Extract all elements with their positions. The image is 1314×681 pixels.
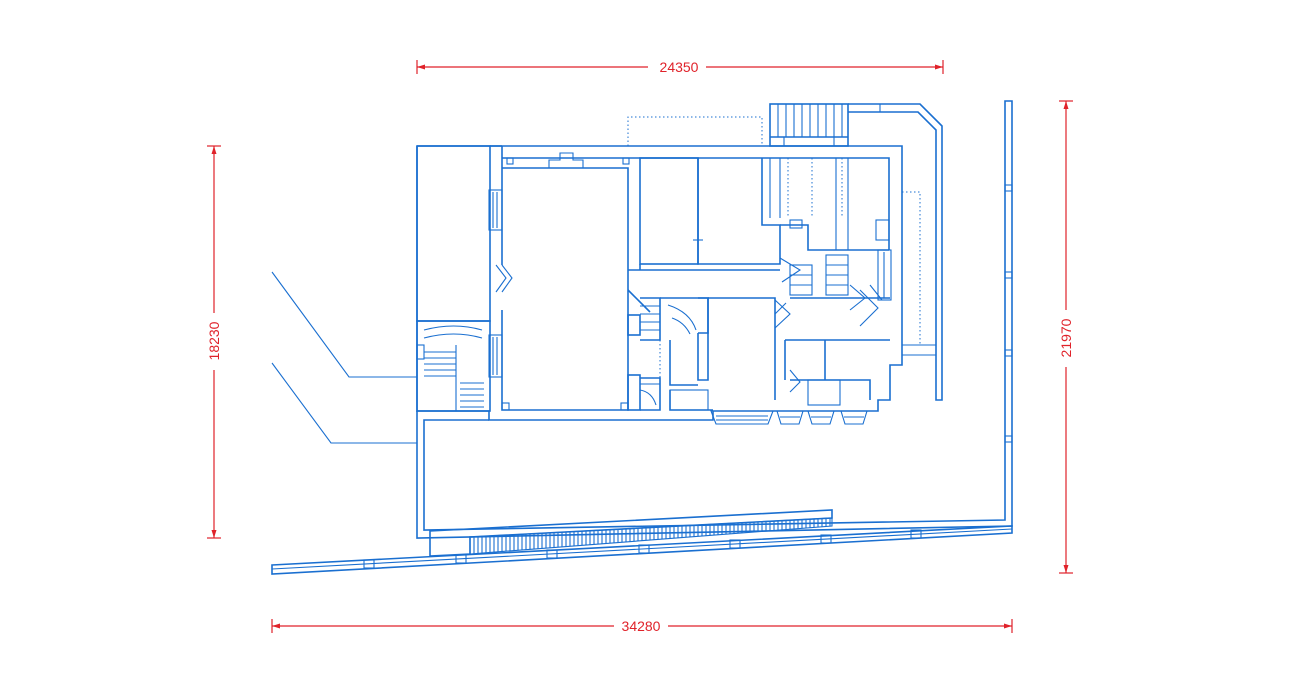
left-entrance-stair <box>416 320 491 412</box>
entrance-ramp <box>429 509 833 557</box>
central-stairs <box>627 289 709 411</box>
north-entrance-steps <box>627 103 849 147</box>
south-rooms <box>669 297 890 411</box>
dimension-bottom: 34280 <box>271 618 1013 634</box>
dimension-left: 18230 <box>206 145 222 539</box>
dimension-top-label: 24350 <box>660 59 699 75</box>
east-terrace <box>848 103 943 401</box>
site-boundary <box>271 100 1013 539</box>
north-rooms <box>628 157 889 271</box>
great-hall <box>488 167 629 411</box>
south-bays <box>710 410 868 425</box>
dimension-right-label: 21970 <box>1058 318 1074 357</box>
front-fence <box>271 525 1013 575</box>
dimension-bottom-label: 34280 <box>622 618 661 634</box>
dimension-left-label: 18230 <box>206 321 222 360</box>
door-swings <box>774 249 892 393</box>
dimension-top: 24350 <box>416 59 944 75</box>
dimension-right: 21970 <box>1058 100 1074 574</box>
